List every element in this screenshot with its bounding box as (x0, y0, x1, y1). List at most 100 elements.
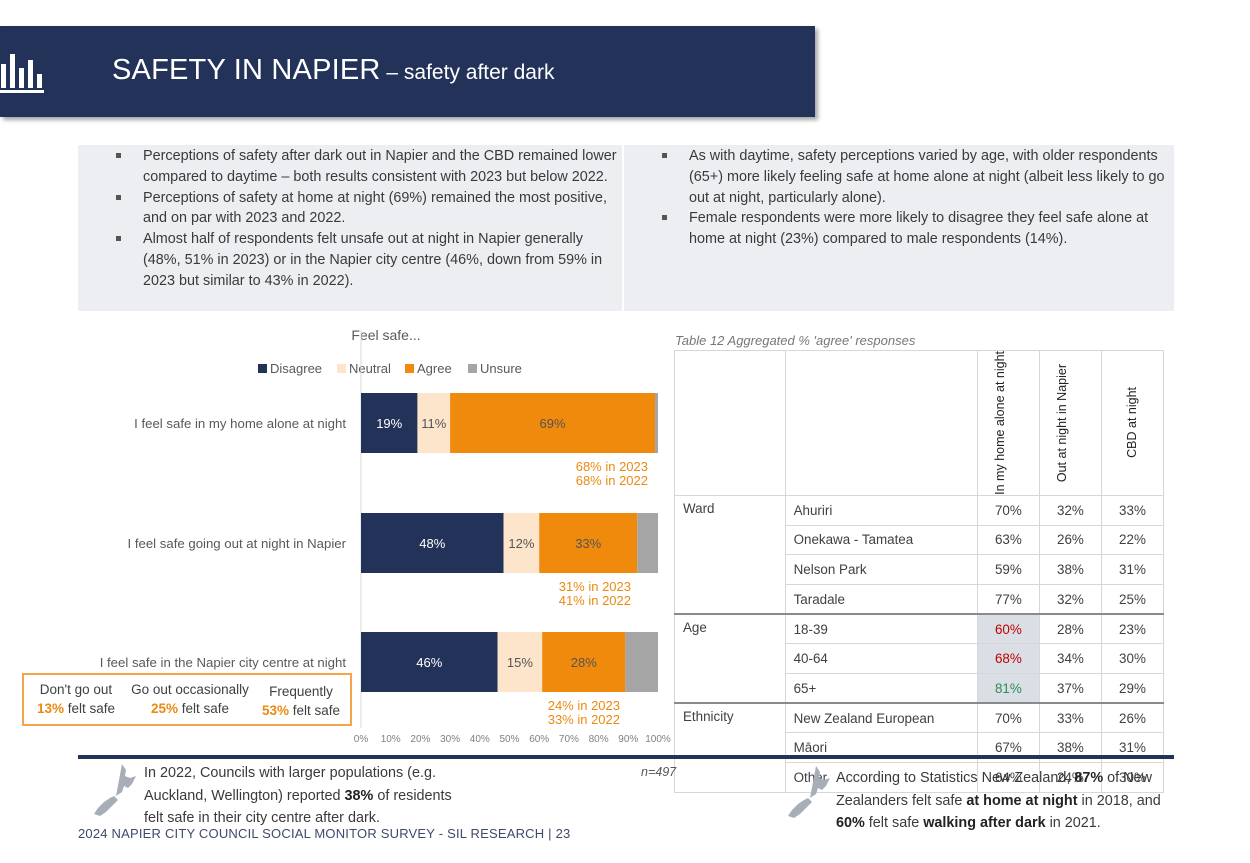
table-cell: 70% (976, 494, 1040, 526)
x-tick-label: 100% (645, 734, 671, 745)
bullet-item: Perceptions of safety after dark out in … (104, 146, 618, 188)
group-label: Age (674, 613, 786, 704)
title-banner (0, 26, 815, 117)
data-label: 11% (421, 416, 446, 431)
data-label: 12% (508, 536, 534, 551)
table-cell: 23% (1100, 613, 1165, 645)
legend-label: Disagree (270, 361, 322, 376)
table-cell: 33% (1100, 494, 1165, 526)
data-label: 48% (419, 536, 445, 551)
legend-swatch (258, 364, 267, 373)
data-label: 33% (575, 536, 601, 551)
data-label: 19% (376, 416, 402, 431)
row-label: 18-39 (784, 613, 978, 645)
summary-box (78, 145, 1174, 311)
bar-segment (539, 513, 638, 573)
table-cell: 26% (1100, 702, 1165, 734)
x-tick-label: 0% (354, 734, 369, 745)
table-cell: 22% (1100, 524, 1165, 556)
data-label: 69% (540, 416, 566, 431)
table-cell: 29% (1100, 672, 1165, 704)
table-cell: 25% (1100, 583, 1165, 615)
bullet-item: Perceptions of safety at home at night (… (104, 188, 618, 230)
callout-item: Frequently 53% felt safe (261, 684, 341, 718)
bar-segment (655, 393, 658, 453)
data-label: 15% (507, 655, 533, 670)
bar-segment (625, 632, 658, 692)
table-cell: 37% (1038, 672, 1102, 704)
table-cell: 81% (976, 672, 1040, 704)
table-cell: 28% (1038, 613, 1102, 645)
legend-label: Neutral (349, 361, 391, 376)
sample-size: n=497 (641, 765, 677, 779)
footer-rule (78, 755, 1174, 759)
page-title: SAFETY IN NAPIER – safety after dark (112, 54, 555, 86)
bullet-item: Almost half of respondents felt unsafe o… (104, 229, 618, 291)
row-label: Ahuriri (784, 494, 978, 526)
footer-credit: 2024 NAPIER CITY COUNCIL SOCIAL MONITOR … (78, 826, 571, 841)
table-caption: Table 12 Aggregated % 'agree' responses (675, 333, 916, 348)
table-cell: 60% (976, 613, 1040, 645)
bar-segment (450, 393, 656, 453)
table-cell: 32% (1038, 583, 1102, 615)
category-label: I feel safe going out at night in Napier (128, 536, 347, 551)
x-tick-label: 30% (440, 734, 460, 745)
x-tick-label: 80% (589, 734, 609, 745)
table-cell: 30% (1100, 762, 1165, 793)
table-cell: 34% (1038, 643, 1102, 674)
x-tick-label: 20% (410, 734, 430, 745)
bar-segment (503, 513, 540, 573)
table-cell: 32% (1038, 494, 1102, 526)
x-tick-label: 90% (618, 734, 638, 745)
comparison-label: 33% in 2022 (548, 712, 620, 727)
x-tick-label: 60% (529, 734, 549, 745)
x-tick-label: 70% (559, 734, 579, 745)
row-label: Taradale (784, 583, 978, 615)
category-label: I feel safe in my home alone at night (134, 416, 346, 431)
table-cell: 63% (976, 524, 1040, 556)
summary-bullets-left: Perceptions of safety after dark out in … (104, 146, 618, 292)
legend-swatch (468, 364, 477, 373)
footnote-councils: In 2022, Councils with larger population… (144, 765, 452, 826)
table-cell: 26% (1038, 524, 1102, 556)
group-label: Ethnicity (674, 702, 786, 793)
table-cell: 31% (1100, 554, 1165, 585)
data-label: 46% (416, 655, 442, 670)
bar-segment (497, 632, 543, 692)
going-out-callout: Don't go out 13% felt safe Go out occasi… (22, 673, 352, 726)
column-header: In my home alone at night (976, 350, 1040, 496)
table-cell: 24% (1038, 762, 1102, 793)
legend-swatch (337, 364, 346, 373)
comparison-label: 24% in 2023 (548, 698, 620, 713)
x-tick-label: 50% (499, 734, 519, 745)
row-label: Onekawa - Tamatea (784, 524, 978, 556)
row-label: 65+ (784, 672, 978, 704)
legend-swatch (405, 364, 414, 373)
x-tick-label: 40% (470, 734, 490, 745)
chart-title: Feel safe... (351, 327, 420, 343)
bar-segment (361, 632, 498, 692)
column-header: Out at night in Napier (1038, 350, 1102, 496)
summary-divider (622, 145, 624, 311)
bar-segment (417, 393, 451, 453)
table-cell: 38% (1038, 554, 1102, 585)
nz-map-icon (788, 766, 830, 818)
comparison-label: 31% in 2023 (559, 579, 631, 594)
legend-label: Unsure (480, 361, 522, 376)
table-cell: 68% (976, 643, 1040, 674)
row-label: New Zealand European (784, 702, 978, 734)
summary-bullets-right: As with daytime, safety perceptions vari… (650, 146, 1170, 250)
bullet-item: Female respondents were more likely to d… (650, 208, 1170, 250)
row-label: 40-64 (784, 643, 978, 674)
column-header: CBD at night (1100, 350, 1165, 496)
data-label: 28% (571, 655, 597, 670)
comparison-label: 41% in 2022 (559, 593, 631, 608)
callout-item: Go out occasionally 25% felt safe (131, 682, 249, 716)
table-cell: 77% (976, 583, 1040, 615)
